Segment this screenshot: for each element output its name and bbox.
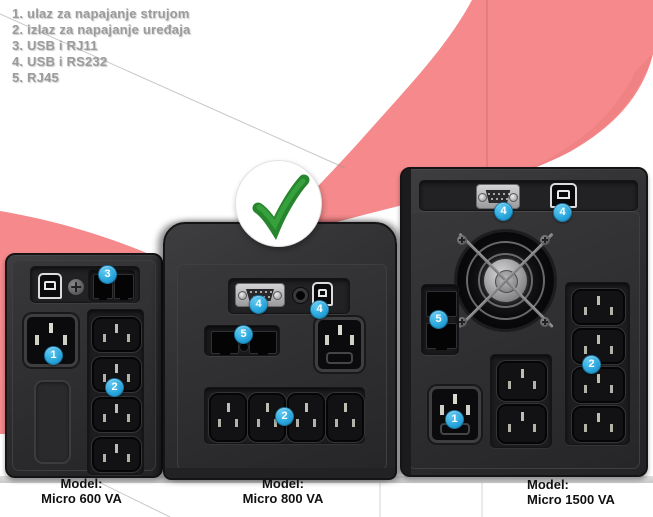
db9-pins [487, 192, 490, 195]
screw-icon [457, 235, 467, 245]
power-outlet-c13 [92, 437, 141, 472]
blank-slot-cover [34, 380, 71, 464]
power-outlet-c13 [209, 393, 247, 442]
screw-icon [540, 317, 550, 327]
check-icon [252, 174, 310, 240]
screw-icon [68, 279, 84, 295]
callout-rj45-badge: 5 [234, 325, 253, 344]
model-caption: Model: [60, 476, 103, 491]
outlet-strip [204, 387, 365, 444]
power-outlet-c13 [572, 328, 625, 364]
hex-screw-icon [509, 193, 518, 202]
cooling-fan [457, 232, 554, 329]
device-side-shade [402, 169, 411, 475]
power-outlet-c13 [497, 361, 547, 401]
screw-icon [457, 317, 467, 327]
legend: 1. ulaz za napajanje strujom 2. izlaz za… [12, 6, 190, 86]
model-label-micro-1500: Model: Micro 1500 VA [527, 477, 653, 507]
callout-usb-badge: 4 [553, 203, 572, 222]
ups-micro-600-rear: 3 1 2 [5, 253, 163, 478]
callout-rj45-badge: 5 [429, 310, 448, 329]
scan-crease-line [0, 13, 346, 169]
outlet-strip [490, 354, 552, 448]
fuse-holder [325, 352, 354, 364]
hex-screw-icon [238, 291, 247, 300]
comm-port-panel [419, 180, 638, 211]
callout-rs232-badge: 4 [249, 295, 268, 314]
legend-item-usb-rj11: 3. USB i RJ11 [12, 38, 98, 53]
callout-usb-badge: 4 [310, 300, 329, 319]
power-outlet-c13 [326, 393, 364, 442]
outlet-strip [87, 309, 144, 475]
rs232-db9-port [476, 184, 520, 209]
model-caption: Model: [527, 477, 569, 492]
usb-b-port [38, 273, 62, 299]
power-outlet-c13 [572, 367, 625, 403]
model-label-micro-600: Model: Micro 600 VA [0, 476, 163, 506]
model-caption: Model: [262, 476, 304, 491]
model-name: Micro 1500 VA [527, 491, 615, 507]
legend-item-power-input: 1. ulaz za napajanje strujom [12, 6, 190, 21]
legend-item-power-output: 2. izlaz za napajanje uređaja [12, 22, 191, 37]
power-outlet-c13 [497, 404, 547, 444]
callout-power-output-badge: 2 [275, 407, 294, 426]
callout-rs232-badge: 4 [494, 202, 513, 221]
power-inlet-c14 [315, 317, 364, 372]
power-outlet-c13 [92, 317, 141, 352]
model-name: Micro 600 VA [41, 490, 122, 506]
hex-screw-icon [273, 291, 282, 300]
rj45-jack [426, 323, 457, 350]
power-outlet-c13 [92, 357, 141, 392]
db9-pins [250, 291, 253, 294]
legend-item-rj45: 5. RJ45 [12, 70, 59, 85]
db9-inner [485, 190, 511, 203]
fan-guard-ring [466, 241, 545, 320]
callout-power-input-badge: 1 [445, 410, 464, 429]
callout-usb-rj11-badge: 3 [98, 265, 117, 284]
ups-micro-1500-rear: 4 4 5 1 [400, 167, 648, 477]
check-circle [235, 160, 322, 247]
callout-power-input-badge: 1 [44, 346, 63, 365]
power-outlet-c13 [572, 406, 625, 442]
fan-guard-ring [478, 253, 533, 308]
screw-icon [540, 235, 550, 245]
power-outlet-c13 [572, 289, 625, 325]
breaker-button [293, 288, 308, 303]
hex-screw-icon [478, 193, 487, 202]
callout-power-output-badge: 2 [582, 355, 601, 374]
device-base [165, 468, 395, 478]
rj45-jack [249, 331, 277, 355]
power-outlet-c13 [92, 397, 141, 432]
legend-item-usb-rs232: 4. USB i RS232 [12, 54, 108, 69]
model-name: Micro 800 VA [242, 490, 324, 506]
pink-blob-main [262, 0, 653, 243]
callout-power-output-badge: 2 [105, 378, 124, 397]
rj11-jack [114, 274, 134, 300]
model-label-micro-800: Model: Micro 800 VA [200, 476, 366, 506]
ups-micro-800-rear: 4 4 5 2 [163, 222, 397, 480]
